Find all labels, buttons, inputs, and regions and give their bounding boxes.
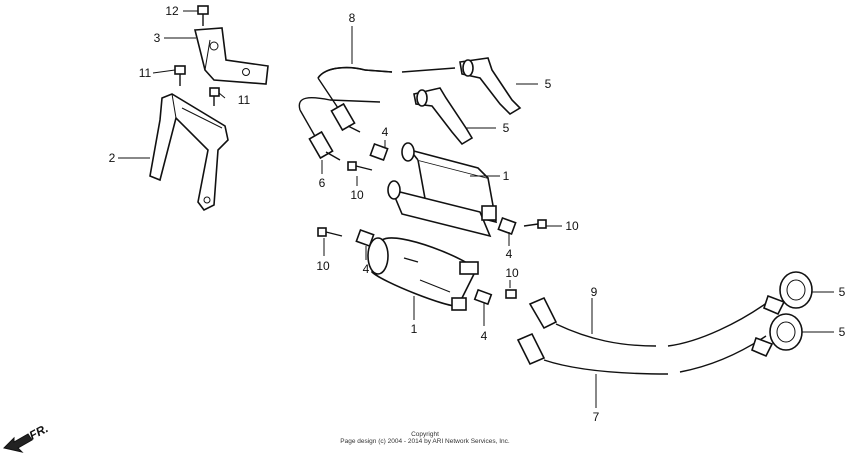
- callout-labels: 12 3 11 11 2 8 5 5 4 6 10 1 10 4 10 4 1 …: [109, 4, 846, 424]
- lower-spark-plug-leads: [516, 271, 813, 375]
- screw-10-b: [317, 227, 343, 237]
- callout-10-upper: 10: [350, 188, 364, 202]
- callout-7: 7: [593, 410, 600, 424]
- upper-spark-plug-leads: [298, 57, 522, 161]
- clip-4-d: [473, 288, 493, 306]
- callout-1-upper: 1: [503, 169, 510, 183]
- callout-4-right: 4: [506, 247, 513, 261]
- callout-4-lower: 4: [481, 329, 488, 343]
- leader-lines: [118, 10, 834, 408]
- lower-bracket: [149, 93, 229, 212]
- callout-2: 2: [109, 151, 116, 165]
- callout-11-right: 11: [238, 93, 251, 107]
- upper-ignition-coil: [387, 142, 498, 238]
- screw-10-d: [505, 289, 517, 299]
- lower-ignition-coil: [367, 237, 479, 311]
- clip-4-c: [497, 216, 517, 236]
- callout-1-lower: 1: [411, 322, 418, 336]
- callout-12: 12: [165, 4, 179, 18]
- callout-5-upper-b: 5: [503, 121, 510, 135]
- bolt-11-left: [174, 65, 186, 86]
- callout-10-right: 10: [565, 219, 579, 233]
- bolt-11-right: [209, 87, 220, 106]
- callout-11-left: 11: [139, 66, 152, 80]
- copyright-line-2: Page design (c) 2004 - 2014 by ARI Netwo…: [340, 438, 510, 445]
- copyright-line-1: Copyright: [411, 431, 439, 438]
- clip-4-a: [369, 142, 389, 162]
- callout-5-lower-b: 5: [839, 325, 846, 339]
- upper-bracket: [193, 27, 269, 85]
- callout-5-upper-a: 5: [545, 77, 552, 91]
- screw-10-a: [347, 161, 373, 171]
- callout-5-lower-a: 5: [839, 285, 846, 299]
- callout-3: 3: [154, 31, 161, 45]
- callout-4-left: 4: [363, 262, 370, 276]
- callout-9: 9: [591, 285, 598, 299]
- callout-10-lower: 10: [505, 266, 519, 280]
- callout-4-upper: 4: [382, 125, 389, 139]
- callout-8: 8: [349, 11, 356, 25]
- clip-4-b: [355, 228, 375, 248]
- callout-10-left: 10: [316, 259, 330, 273]
- screw-10-c: [523, 219, 547, 229]
- callout-6: 6: [319, 176, 326, 190]
- bolt-12: [197, 5, 209, 26]
